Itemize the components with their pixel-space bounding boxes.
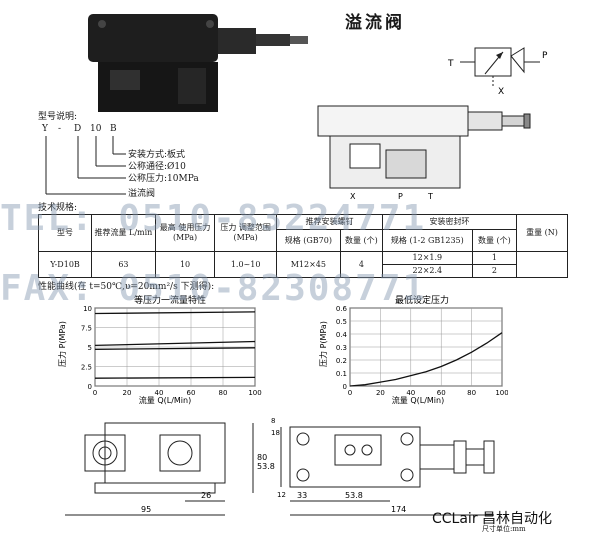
chart1-ylabel: 压力 P(MPa) <box>57 321 67 367</box>
dim-95: 95 <box>141 505 151 514</box>
dim-12: 12 <box>277 491 286 499</box>
chart1-xtick: 80 <box>219 389 228 397</box>
model-code-char-d: D <box>74 124 82 134</box>
chart1-series-3 <box>94 376 256 379</box>
chart1-ytick: 10 <box>83 305 92 313</box>
model-code-char-y: Y <box>42 124 48 134</box>
chart2-xtick: 100 <box>495 389 508 397</box>
chart1-xtick: 0 <box>93 389 97 397</box>
symbol-port-x: X <box>498 87 504 97</box>
chart2-series-0 <box>349 332 503 387</box>
chart1-xlabel: 流量 Q(L/Min) <box>139 395 191 405</box>
dim-18: 18 <box>271 429 280 437</box>
spec-header-weight: 重量 (N) <box>516 214 568 252</box>
model-code-heading: 型号说明: <box>38 112 78 122</box>
chart2-ytick: 0 <box>343 383 347 391</box>
perf-heading: 性能曲线(在 t=50℃,υ=20mm²/s 下测得): <box>38 282 215 292</box>
chart2-ytick: 0.1 <box>336 370 347 378</box>
chart1-ytick: 7.5 <box>81 325 92 333</box>
spec-header-seal-qty: 数量 (个) <box>471 229 518 252</box>
spec-cell-max-pressure: 10 <box>154 251 216 278</box>
symbol-port-t: T <box>447 59 454 69</box>
brand-label: CCLair 昌林自动化 <box>432 511 553 527</box>
model-code-char-b: B <box>110 124 117 134</box>
spec-table: 型号 推荐流量 L/min 最高 使用压力 (MPa) 压力 调整范围 (MPa… <box>38 214 568 278</box>
dim-538-w: 53.8 <box>345 491 363 500</box>
dim-33: 33 <box>297 491 307 500</box>
watermark-tel: TEL: 0510-83224771 <box>0 198 427 239</box>
page-title: 溢流阀 <box>345 13 405 33</box>
section-port-p: P <box>398 192 403 200</box>
chart2-title: 最低设定压力 <box>395 294 449 306</box>
chart2-ytick: 0.2 <box>336 357 347 365</box>
watermark-fax: FAX: 0510-82308771 <box>0 268 427 309</box>
spec-cell-bolt-qty: 4 <box>339 251 383 278</box>
spec-cell-adj-range: 1.0~10 <box>214 251 277 278</box>
spec-cell-model: Y-D10B <box>38 251 92 278</box>
chart1-title: 等压力一流量特性 <box>134 294 206 306</box>
chart2-xtick: 60 <box>437 389 446 397</box>
dim-26: 26 <box>201 491 211 500</box>
chart-flow-pressure: 等压力一流量特性 流量 Q(L/Min) 压力 P(MPa) 0 20 40 60 80… <box>57 294 262 405</box>
spec-header-model: 型号 <box>38 214 92 252</box>
chart-min-pressure: 最低设定压力 流量 Q(L/Min) 压力 P(MPa) 0 20 40 60 80 10… <box>318 294 508 405</box>
symbol-port-p: P <box>542 51 548 61</box>
section-port-t: T <box>427 192 433 200</box>
dim-174: 174 <box>391 505 406 514</box>
chart1-ytick: 2.5 <box>81 364 92 372</box>
chart1-ytick: 5 <box>88 344 92 352</box>
sectional-view: X P T <box>317 105 531 200</box>
chart2-ytick: 0.6 <box>336 305 348 313</box>
model-code-leader-lines <box>45 136 126 195</box>
chart1-xtick: 40 <box>155 389 164 397</box>
chart2-xtick: 0 <box>348 389 352 397</box>
chart2-ytick: 0.5 <box>336 318 347 326</box>
chart1-xtick: 60 <box>187 389 196 397</box>
chart2-ytick: 0.4 <box>336 331 348 339</box>
spec-cell-weight <box>516 251 568 278</box>
spec-cell-seal-qty-2: 2 <box>471 264 518 278</box>
chart2-xtick: 40 <box>406 389 415 397</box>
chart1-xtick: 100 <box>248 389 261 397</box>
model-code-line-mount: 安装方式:板式 <box>128 150 186 160</box>
chart1-series-1 <box>94 340 256 347</box>
chart2-xtick: 80 <box>467 389 476 397</box>
model-code-char-10: 10 <box>90 124 102 134</box>
spec-cell-bolt-spec: M12×45 <box>275 251 341 278</box>
chart1-series-0 <box>94 311 256 315</box>
dim-8: 8 <box>271 417 275 425</box>
chart1-ytick: 0 <box>88 383 92 391</box>
model-code-line-pressure: 公称压力:10MPa <box>128 174 199 184</box>
model-code-char-dash: - <box>58 124 62 134</box>
spec-cell-seal-spec-1: 12×1.9 <box>381 251 473 265</box>
unit-note: 尺寸单位:mm <box>482 525 526 533</box>
model-code-line-type: 溢流阀 <box>128 189 156 199</box>
hydraulic-symbol: T P X <box>447 47 548 97</box>
chart2-ylabel: 压力 P(MPa) <box>318 321 328 367</box>
chart1-xtick: 20 <box>123 389 132 397</box>
spec-header-adj-range: 压力 调整范围 (MPa) <box>214 214 277 252</box>
dim-538-h: 53.8 <box>257 462 275 471</box>
valve-photo <box>88 14 308 112</box>
spec-cell-seal-spec-2: 22×2.4 <box>381 264 473 278</box>
chart2-xlabel: 流量 Q(L/Min) <box>392 395 444 405</box>
chart1-series-2 <box>94 347 256 350</box>
dim-80: 80 <box>257 453 267 462</box>
chart2-xtick: 20 <box>376 389 385 397</box>
section-port-x: X <box>350 192 356 200</box>
model-code-line-diameter: 公称通径:Ø10 <box>128 162 186 172</box>
chart2-ytick: 0.3 <box>336 344 347 352</box>
spec-cell-seal-qty-1: 1 <box>471 251 518 265</box>
spec-heading: 技术规格: <box>38 203 78 213</box>
dimension-drawings: 95 26 80 53.8 8 18 12 33 53.8 174 <box>65 417 495 516</box>
